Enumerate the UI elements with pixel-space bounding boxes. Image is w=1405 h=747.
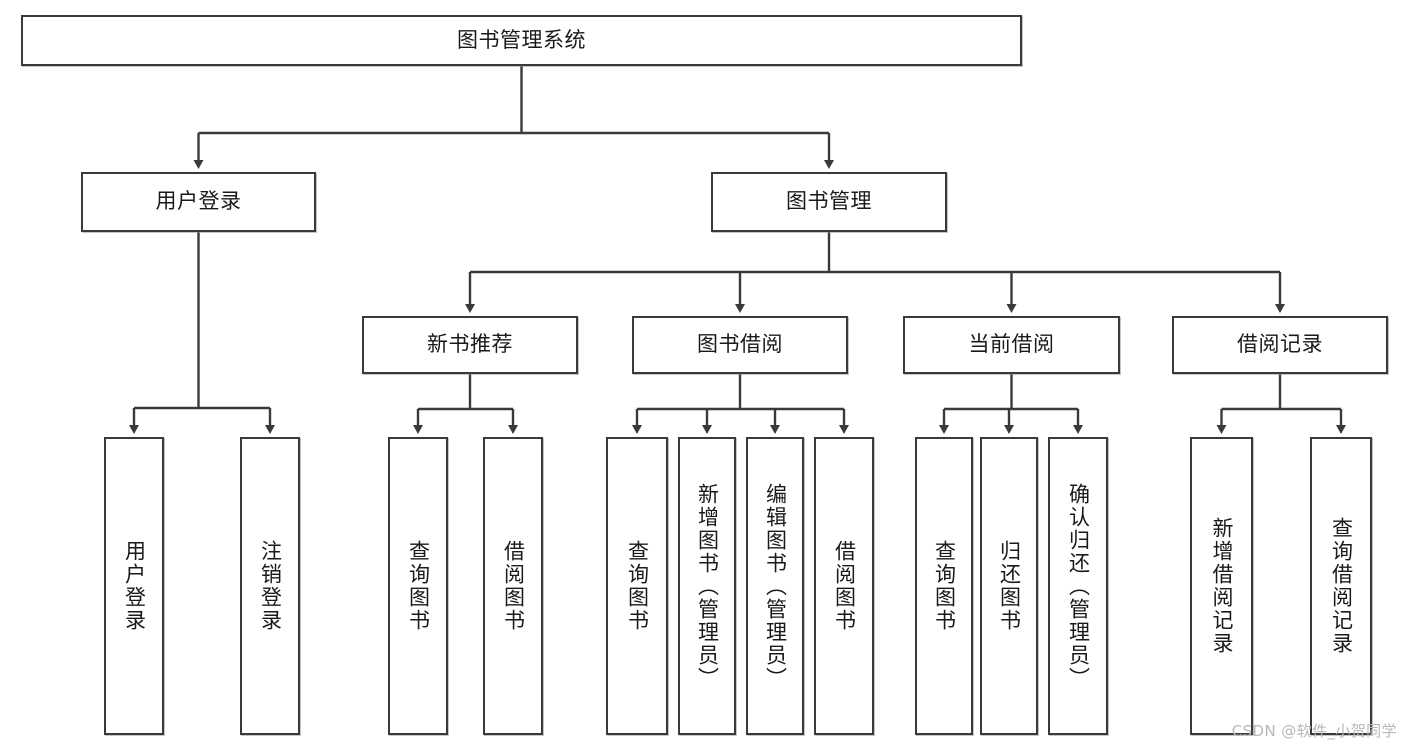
node-b2[interactable]: 新增图书（管理员） xyxy=(678,437,736,735)
node-newbook[interactable]: 新书推荐 xyxy=(362,316,578,374)
node-label: 借阅图书 xyxy=(832,540,857,632)
node-records[interactable]: 借阅记录 xyxy=(1172,316,1388,374)
node-label: 编辑图书（管理员） xyxy=(763,482,788,690)
node-login[interactable]: 用户登录 xyxy=(81,172,316,232)
node-label: 确认归还（管理员） xyxy=(1066,482,1091,690)
node-bookmgmt[interactable]: 图书管理 xyxy=(711,172,947,232)
node-c1[interactable]: 查询图书 xyxy=(915,437,973,735)
node-b1[interactable]: 查询图书 xyxy=(606,437,668,735)
node-borrow[interactable]: 图书借阅 xyxy=(632,316,848,374)
node-l2[interactable]: 注销登录 xyxy=(240,437,300,735)
node-l1[interactable]: 用户登录 xyxy=(104,437,164,735)
node-label: 注销登录 xyxy=(258,540,283,632)
node-c2[interactable]: 归还图书 xyxy=(980,437,1038,735)
node-r2[interactable]: 查询借阅记录 xyxy=(1310,437,1372,735)
node-label: 图书借阅 xyxy=(697,332,783,357)
node-label: 新增图书（管理员） xyxy=(695,482,720,690)
node-label: 查询图书 xyxy=(932,540,957,632)
node-n1[interactable]: 查询图书 xyxy=(388,437,448,735)
node-label: 查询借阅记录 xyxy=(1329,517,1354,655)
node-label: 新书推荐 xyxy=(427,332,513,357)
node-label: 查询图书 xyxy=(406,540,431,632)
node-label: 用户登录 xyxy=(122,540,147,632)
node-label: 图书管理系统 xyxy=(457,27,586,52)
node-n2[interactable]: 借阅图书 xyxy=(483,437,543,735)
node-label: 借阅记录 xyxy=(1237,332,1323,357)
node-b4[interactable]: 借阅图书 xyxy=(814,437,874,735)
node-current[interactable]: 当前借阅 xyxy=(903,316,1120,374)
watermark-label: CSDN @软件_小贺同学 xyxy=(1231,722,1397,740)
node-label: 新增借阅记录 xyxy=(1210,517,1234,655)
node-label: 查询图书 xyxy=(625,540,650,632)
node-r1[interactable]: 新增借阅记录 xyxy=(1190,437,1253,735)
node-label: 当前借阅 xyxy=(968,332,1055,357)
node-c3[interactable]: 确认归还（管理员） xyxy=(1048,437,1108,735)
node-label: 归还图书 xyxy=(997,540,1022,632)
node-label: 图书管理 xyxy=(786,189,872,214)
node-label: 用户登录 xyxy=(155,189,242,214)
node-label: 借阅图书 xyxy=(501,540,526,632)
node-b3[interactable]: 编辑图书（管理员） xyxy=(746,437,804,735)
node-root[interactable]: 图书管理系统 xyxy=(21,15,1022,66)
